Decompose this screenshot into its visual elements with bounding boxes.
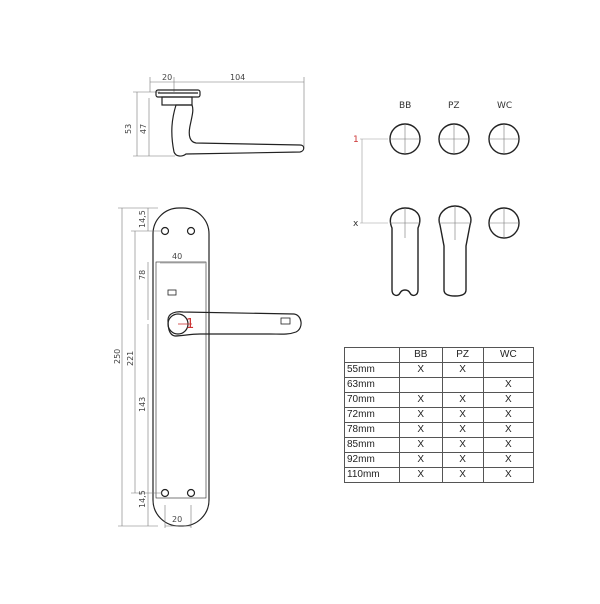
table-cell: X bbox=[399, 392, 443, 408]
table-row: 63mm X bbox=[344, 377, 535, 393]
cutout-bb-keyhole bbox=[389, 207, 421, 297]
table-row: 55mm X X bbox=[344, 362, 535, 378]
dim-total: 250 bbox=[113, 349, 122, 364]
table-cell-size: 78mm bbox=[344, 422, 400, 438]
table-row: 85mm X X X bbox=[344, 437, 535, 453]
table-row: 72mm X X X bbox=[344, 407, 535, 423]
table-header-bb: BB bbox=[399, 347, 443, 363]
dim-side-length: 104 bbox=[230, 73, 245, 82]
table-cell: X bbox=[399, 452, 443, 468]
dim-bottom-margin: 14,5 bbox=[138, 490, 147, 508]
table-cell-size: 72mm bbox=[344, 407, 400, 423]
table-cell-size: 92mm bbox=[344, 452, 400, 468]
dim-hole-span: 221 bbox=[126, 351, 135, 366]
table-cell: X bbox=[441, 407, 484, 423]
dim-spindle: 78 bbox=[138, 270, 147, 280]
table-cell: X bbox=[441, 437, 484, 453]
col-label-pz: PZ bbox=[448, 101, 460, 111]
front-view-dimensions bbox=[118, 207, 205, 528]
table-cell: X bbox=[482, 467, 535, 483]
table-cell: X bbox=[441, 467, 484, 483]
table-cell bbox=[482, 362, 535, 378]
cutout-pz-profile bbox=[438, 205, 472, 297]
dim-top-margin: 14,5 bbox=[138, 210, 147, 228]
table-cell: X bbox=[399, 407, 443, 423]
table-cell: X bbox=[441, 452, 484, 468]
dim-bottom-width: 20 bbox=[172, 515, 182, 524]
table-cell: X bbox=[441, 422, 484, 438]
dim-lower: 143 bbox=[138, 397, 147, 412]
side-view bbox=[133, 77, 305, 157]
table-cell: X bbox=[441, 392, 484, 408]
table-row: 78mm X X X bbox=[344, 422, 535, 438]
dim-side-width: 20 bbox=[162, 73, 172, 82]
dim-side-height-outer: 53 bbox=[124, 124, 133, 134]
table-cell: X bbox=[482, 437, 535, 453]
table-cell: X bbox=[399, 467, 443, 483]
table-cell-size: 70mm bbox=[344, 392, 400, 408]
dim-side-height-inner: 47 bbox=[139, 124, 148, 134]
col-label-wc: WC bbox=[497, 101, 512, 111]
table-cell: X bbox=[482, 392, 535, 408]
cutout-options: BB PZ WC 1 x bbox=[353, 101, 520, 297]
table-cell: X bbox=[482, 452, 535, 468]
table-cell: X bbox=[441, 362, 484, 378]
table-cell: X bbox=[482, 407, 535, 423]
table-cell bbox=[399, 377, 443, 393]
table-cell: X bbox=[482, 422, 535, 438]
table-header-row: BB PZ WC bbox=[344, 347, 535, 363]
compatibility-table: BB PZ WC 55mm X X 63mm X 70mm X X X 72mm… bbox=[344, 347, 535, 483]
table-header-corner bbox=[344, 347, 400, 363]
table-row: 92mm X X X bbox=[344, 452, 535, 468]
col-label-bb: BB bbox=[399, 101, 411, 111]
table-cell: X bbox=[399, 437, 443, 453]
table-cell bbox=[441, 377, 484, 393]
spindle-marker-label: 1 bbox=[186, 317, 194, 332]
table-cell-size: 85mm bbox=[344, 437, 400, 453]
table-header-wc: WC bbox=[482, 347, 535, 363]
table-cell: X bbox=[399, 422, 443, 438]
cutout-marker-bottom: x bbox=[353, 219, 359, 229]
table-row: 110mm X X X bbox=[344, 467, 535, 483]
table-row: 70mm X X X bbox=[344, 392, 535, 408]
table-cell-size: 55mm bbox=[344, 362, 400, 378]
table-cell-size: 110mm bbox=[344, 467, 400, 483]
dim-plate-width: 40 bbox=[172, 252, 182, 261]
table-header-pz: PZ bbox=[441, 347, 484, 363]
table-cell: X bbox=[482, 377, 535, 393]
table-cell-size: 63mm bbox=[344, 377, 400, 393]
cutout-marker-top: 1 bbox=[353, 135, 359, 145]
table-cell: X bbox=[399, 362, 443, 378]
